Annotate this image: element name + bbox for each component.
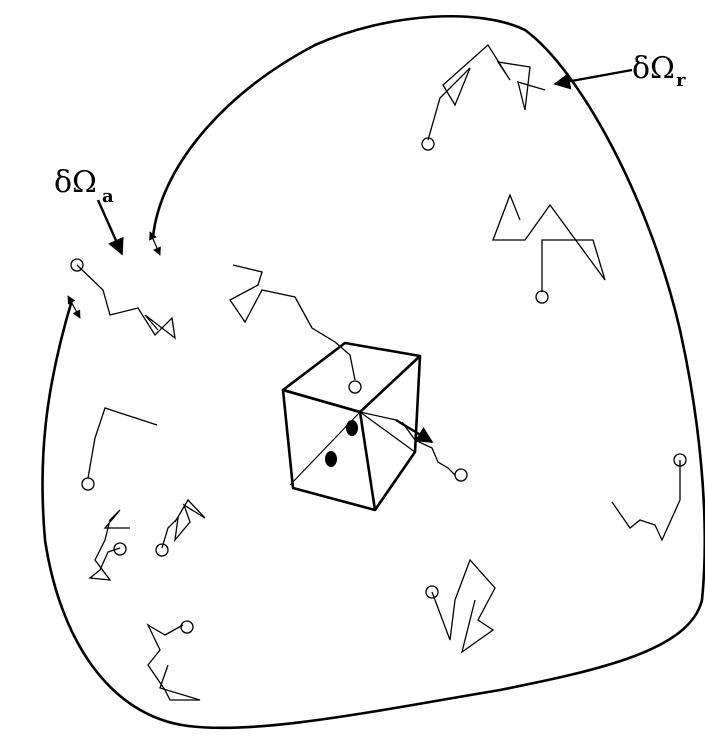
reflecting-boundary-label: δΩr xyxy=(632,54,685,90)
reflecting-boundary-symbol: δΩ xyxy=(632,51,675,86)
pointer-arrow-a xyxy=(98,200,122,254)
walk-start-circle xyxy=(455,469,467,481)
particle xyxy=(325,451,337,467)
random-walk xyxy=(77,265,175,338)
random-walk xyxy=(162,500,205,548)
absorbing-boundary-symbol: δΩ xyxy=(54,165,97,200)
reflecting-boundary-subscript: r xyxy=(676,70,685,91)
walk-start-circle xyxy=(349,381,361,393)
walk-start-circle xyxy=(536,291,548,303)
random-walk xyxy=(612,460,680,540)
random-walk xyxy=(88,408,157,478)
random-walk xyxy=(428,45,545,140)
absorbing-boundary-subscript: a xyxy=(102,186,114,207)
random-walk xyxy=(148,625,200,700)
particle xyxy=(346,420,358,436)
gap-arrow-upper xyxy=(150,232,160,255)
random-walk xyxy=(493,195,605,292)
domain-boundary xyxy=(42,16,704,728)
random-walk xyxy=(230,265,355,380)
walk-start-circle xyxy=(181,621,193,633)
walk-start-circle xyxy=(82,478,94,490)
random-walk xyxy=(432,560,495,652)
